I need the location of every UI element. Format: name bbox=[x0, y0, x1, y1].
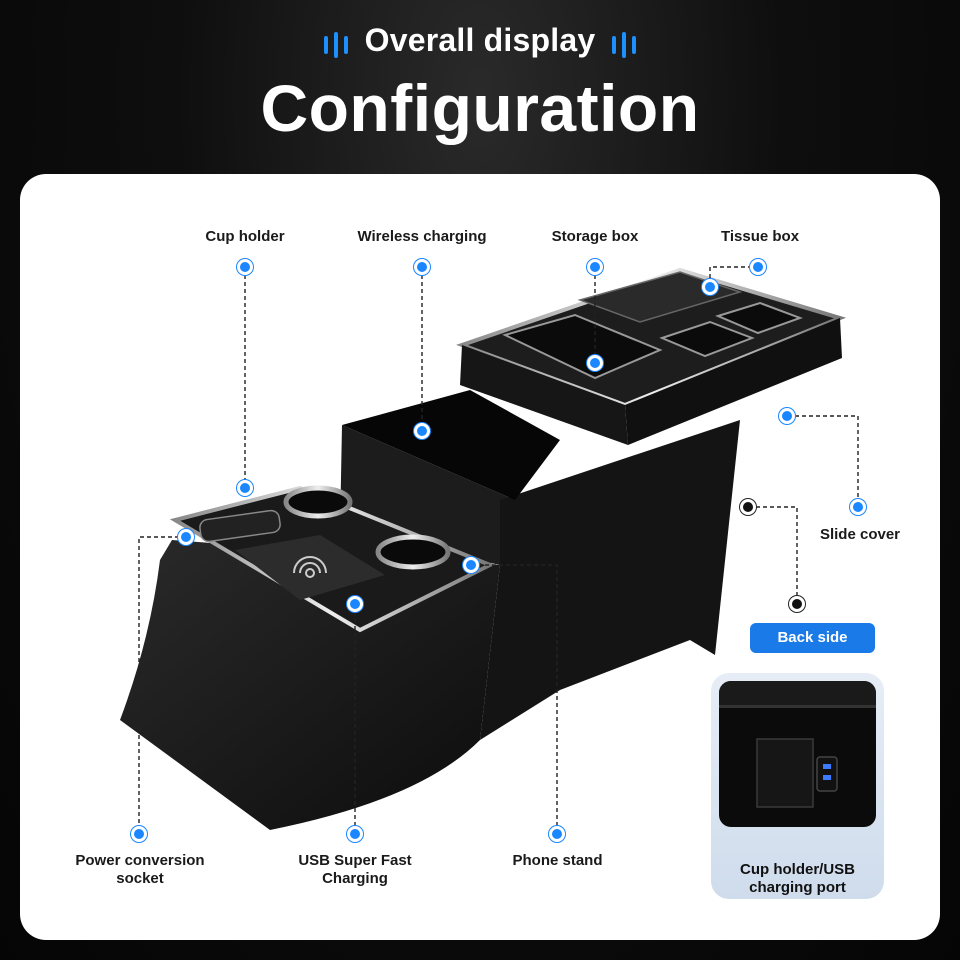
wireless-charging-point bbox=[414, 423, 430, 439]
upper-tray-side bbox=[625, 318, 842, 445]
tissue-box-marker bbox=[750, 259, 766, 275]
console-front-body bbox=[120, 540, 500, 830]
tissue-box-point bbox=[702, 279, 718, 295]
small-compartment-2 bbox=[715, 301, 803, 335]
storage-box-label: Storage box bbox=[551, 228, 639, 245]
cup-holder-label: Cup holder bbox=[205, 228, 285, 245]
inset-label-line2: charging port bbox=[749, 879, 846, 896]
bars-icon-left bbox=[321, 24, 351, 61]
storage-box-marker bbox=[587, 259, 603, 275]
phone-stand-label: Phone stand bbox=[512, 852, 603, 869]
power-conversion-label: Power conversion socket bbox=[55, 852, 225, 888]
upper-tray-base bbox=[460, 345, 628, 445]
slide-cover-label: Slide cover bbox=[819, 526, 901, 543]
cup-holder-front bbox=[375, 534, 451, 570]
usb-charging-label-line1: USB Super Fast bbox=[298, 852, 412, 869]
slide-cover-point bbox=[779, 408, 795, 424]
back-side-marker bbox=[789, 596, 805, 612]
phone-stand-marker bbox=[549, 826, 565, 842]
wireless-pad bbox=[235, 535, 385, 600]
subtitle-text: Overall display bbox=[364, 22, 596, 58]
usb-charging-label-line2: Charging bbox=[322, 870, 388, 887]
page-title: Configuration bbox=[260, 71, 700, 145]
storage-compartment bbox=[502, 313, 663, 380]
usb-charging-marker bbox=[347, 826, 363, 842]
wireless-charging-marker bbox=[414, 259, 430, 275]
back-side-photo bbox=[719, 681, 876, 827]
cup-holder-point bbox=[237, 480, 253, 496]
inset-label-line1: Cup holder/USB bbox=[740, 861, 855, 878]
storage-box-point bbox=[587, 355, 603, 371]
slide-cover-marker bbox=[850, 499, 866, 515]
usb-charging-label: USB Super Fast Charging bbox=[280, 852, 430, 888]
section-subtitle: Overall display bbox=[0, 22, 960, 61]
button-strip bbox=[199, 509, 281, 543]
storage-opening bbox=[342, 390, 560, 500]
callout-lines bbox=[138, 266, 859, 826]
back-side-point bbox=[740, 499, 756, 515]
back-side-inset bbox=[711, 673, 884, 899]
cup-holder-marker bbox=[237, 259, 253, 275]
wireless-charging-label: Wireless charging bbox=[357, 228, 487, 245]
console-side-body bbox=[480, 420, 740, 740]
power-conversion-label-line2: socket bbox=[116, 870, 164, 887]
power-socket-point bbox=[178, 529, 194, 545]
power-conversion-label-line1: Power conversion bbox=[75, 852, 205, 869]
bars-icon-right bbox=[609, 24, 639, 61]
phone-stand-point bbox=[463, 557, 479, 573]
usb-charging-point bbox=[347, 596, 363, 612]
small-compartment-1 bbox=[659, 320, 755, 358]
wireless-charging-icon bbox=[293, 556, 327, 578]
cup-holder-rear bbox=[283, 485, 353, 519]
tissue-box-lid bbox=[577, 271, 743, 323]
back-side-inset-label: Cup holder/USB charging port bbox=[711, 861, 884, 897]
power-socket-marker bbox=[131, 826, 147, 842]
tissue-box-label: Tissue box bbox=[720, 228, 800, 245]
back-side-badge: Back side bbox=[750, 623, 875, 653]
